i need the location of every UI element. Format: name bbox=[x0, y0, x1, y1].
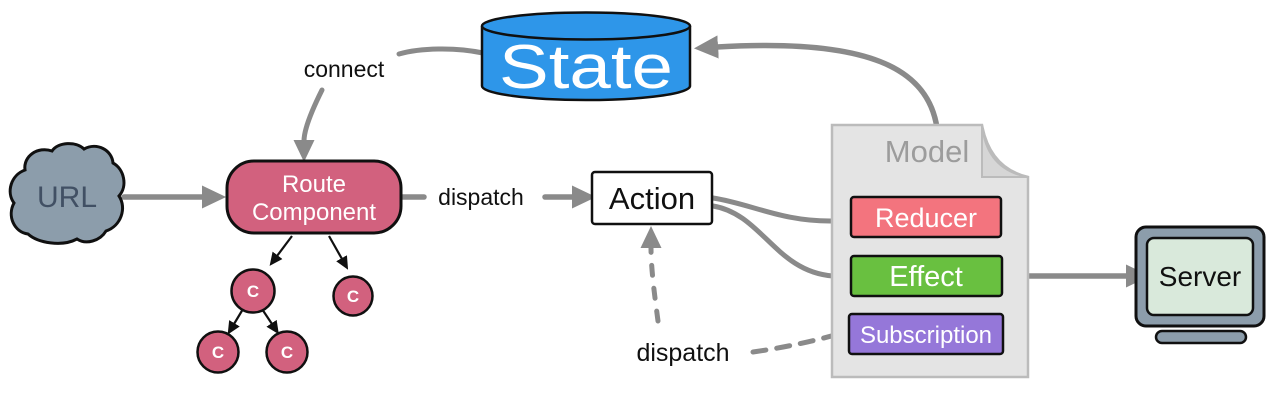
model-label: Model bbox=[885, 134, 969, 169]
server-monitor-screen bbox=[1145, 236, 1255, 317]
component-circle-4-label: C bbox=[281, 343, 293, 362]
server-monitor bbox=[1134, 225, 1266, 345]
component-circle-3 bbox=[196, 330, 240, 374]
component-circle-2-label: C bbox=[347, 287, 359, 306]
component-tree-arrows bbox=[227, 235, 349, 335]
server-monitor-stand bbox=[1154, 329, 1248, 345]
arrow-connect-to-route bbox=[293, 87, 325, 162]
route-component-label-line1: Route bbox=[282, 171, 346, 198]
state-cylinder-top bbox=[480, 11, 692, 41]
tree-arrow-route-to-c1 bbox=[269, 235, 293, 266]
component-circle-1 bbox=[230, 268, 276, 314]
url-label: URL bbox=[37, 181, 97, 214]
tree-arrow-c1-to-c3 bbox=[227, 308, 244, 335]
tree-arrow-route-to-c2 bbox=[328, 235, 349, 270]
dispatch-bottom-label: dispatch bbox=[636, 339, 729, 367]
model-document-folded-corner bbox=[981, 124, 1029, 178]
server-label: Server bbox=[1159, 261, 1241, 292]
arrow-model-to-state bbox=[693, 35, 940, 131]
state-label: State bbox=[499, 33, 673, 102]
arrow-dashed-dispatch-to-action bbox=[640, 226, 662, 324]
action-label: Action bbox=[609, 181, 695, 216]
component-circle-4 bbox=[265, 330, 309, 374]
subscription-label: Subscription bbox=[860, 322, 992, 349]
component-circle-3-label: C bbox=[212, 343, 224, 362]
line-state-to-connect bbox=[396, 46, 486, 57]
url-cloud-shape bbox=[8, 142, 126, 245]
component-circle-2 bbox=[332, 275, 374, 317]
gray-arrows-layer bbox=[121, 35, 1151, 355]
effect-node bbox=[849, 254, 1004, 298]
effect-label: Effect bbox=[889, 261, 963, 293]
action-node bbox=[590, 170, 714, 226]
route-component-label-line2: Component bbox=[252, 199, 376, 226]
route-component-node bbox=[225, 159, 403, 235]
subscription-node bbox=[847, 312, 1005, 356]
reducer-node bbox=[849, 195, 1003, 239]
arrow-action-to-reducer bbox=[710, 195, 855, 232]
component-tree-nodes bbox=[196, 268, 374, 374]
connect-label: connect bbox=[304, 56, 385, 82]
tree-arrow-c1-to-c4 bbox=[261, 308, 279, 335]
reducer-label: Reducer bbox=[875, 203, 977, 233]
component-circle-1-label: C bbox=[247, 282, 259, 301]
dispatch-top-label: dispatch bbox=[438, 184, 524, 210]
arrow-action-to-effect bbox=[710, 203, 854, 287]
state-cylinder-body bbox=[480, 26, 692, 102]
